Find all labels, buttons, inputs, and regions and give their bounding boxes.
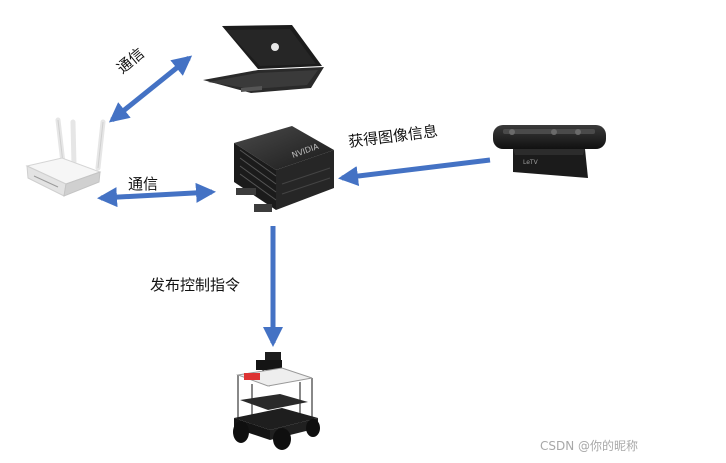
arrow-router-jetson (97, 182, 216, 208)
arrow-laptop-router (108, 55, 193, 123)
depth-camera-icon: LeTV (493, 125, 606, 178)
arrow-camera-jetson (338, 157, 491, 186)
camera-brand-mark: LeTV (523, 159, 539, 166)
robot-car-icon (233, 352, 320, 450)
jetson-module-icon: NVIDIA (234, 126, 334, 212)
laptop-icon (203, 25, 324, 93)
router-icon (25, 117, 106, 197)
watermark: CSDN @你的昵称 (540, 439, 639, 453)
jetson-robot-link-label: 发布控制指令 (150, 276, 241, 294)
router-jetson-link-label: 通信 (128, 175, 159, 193)
